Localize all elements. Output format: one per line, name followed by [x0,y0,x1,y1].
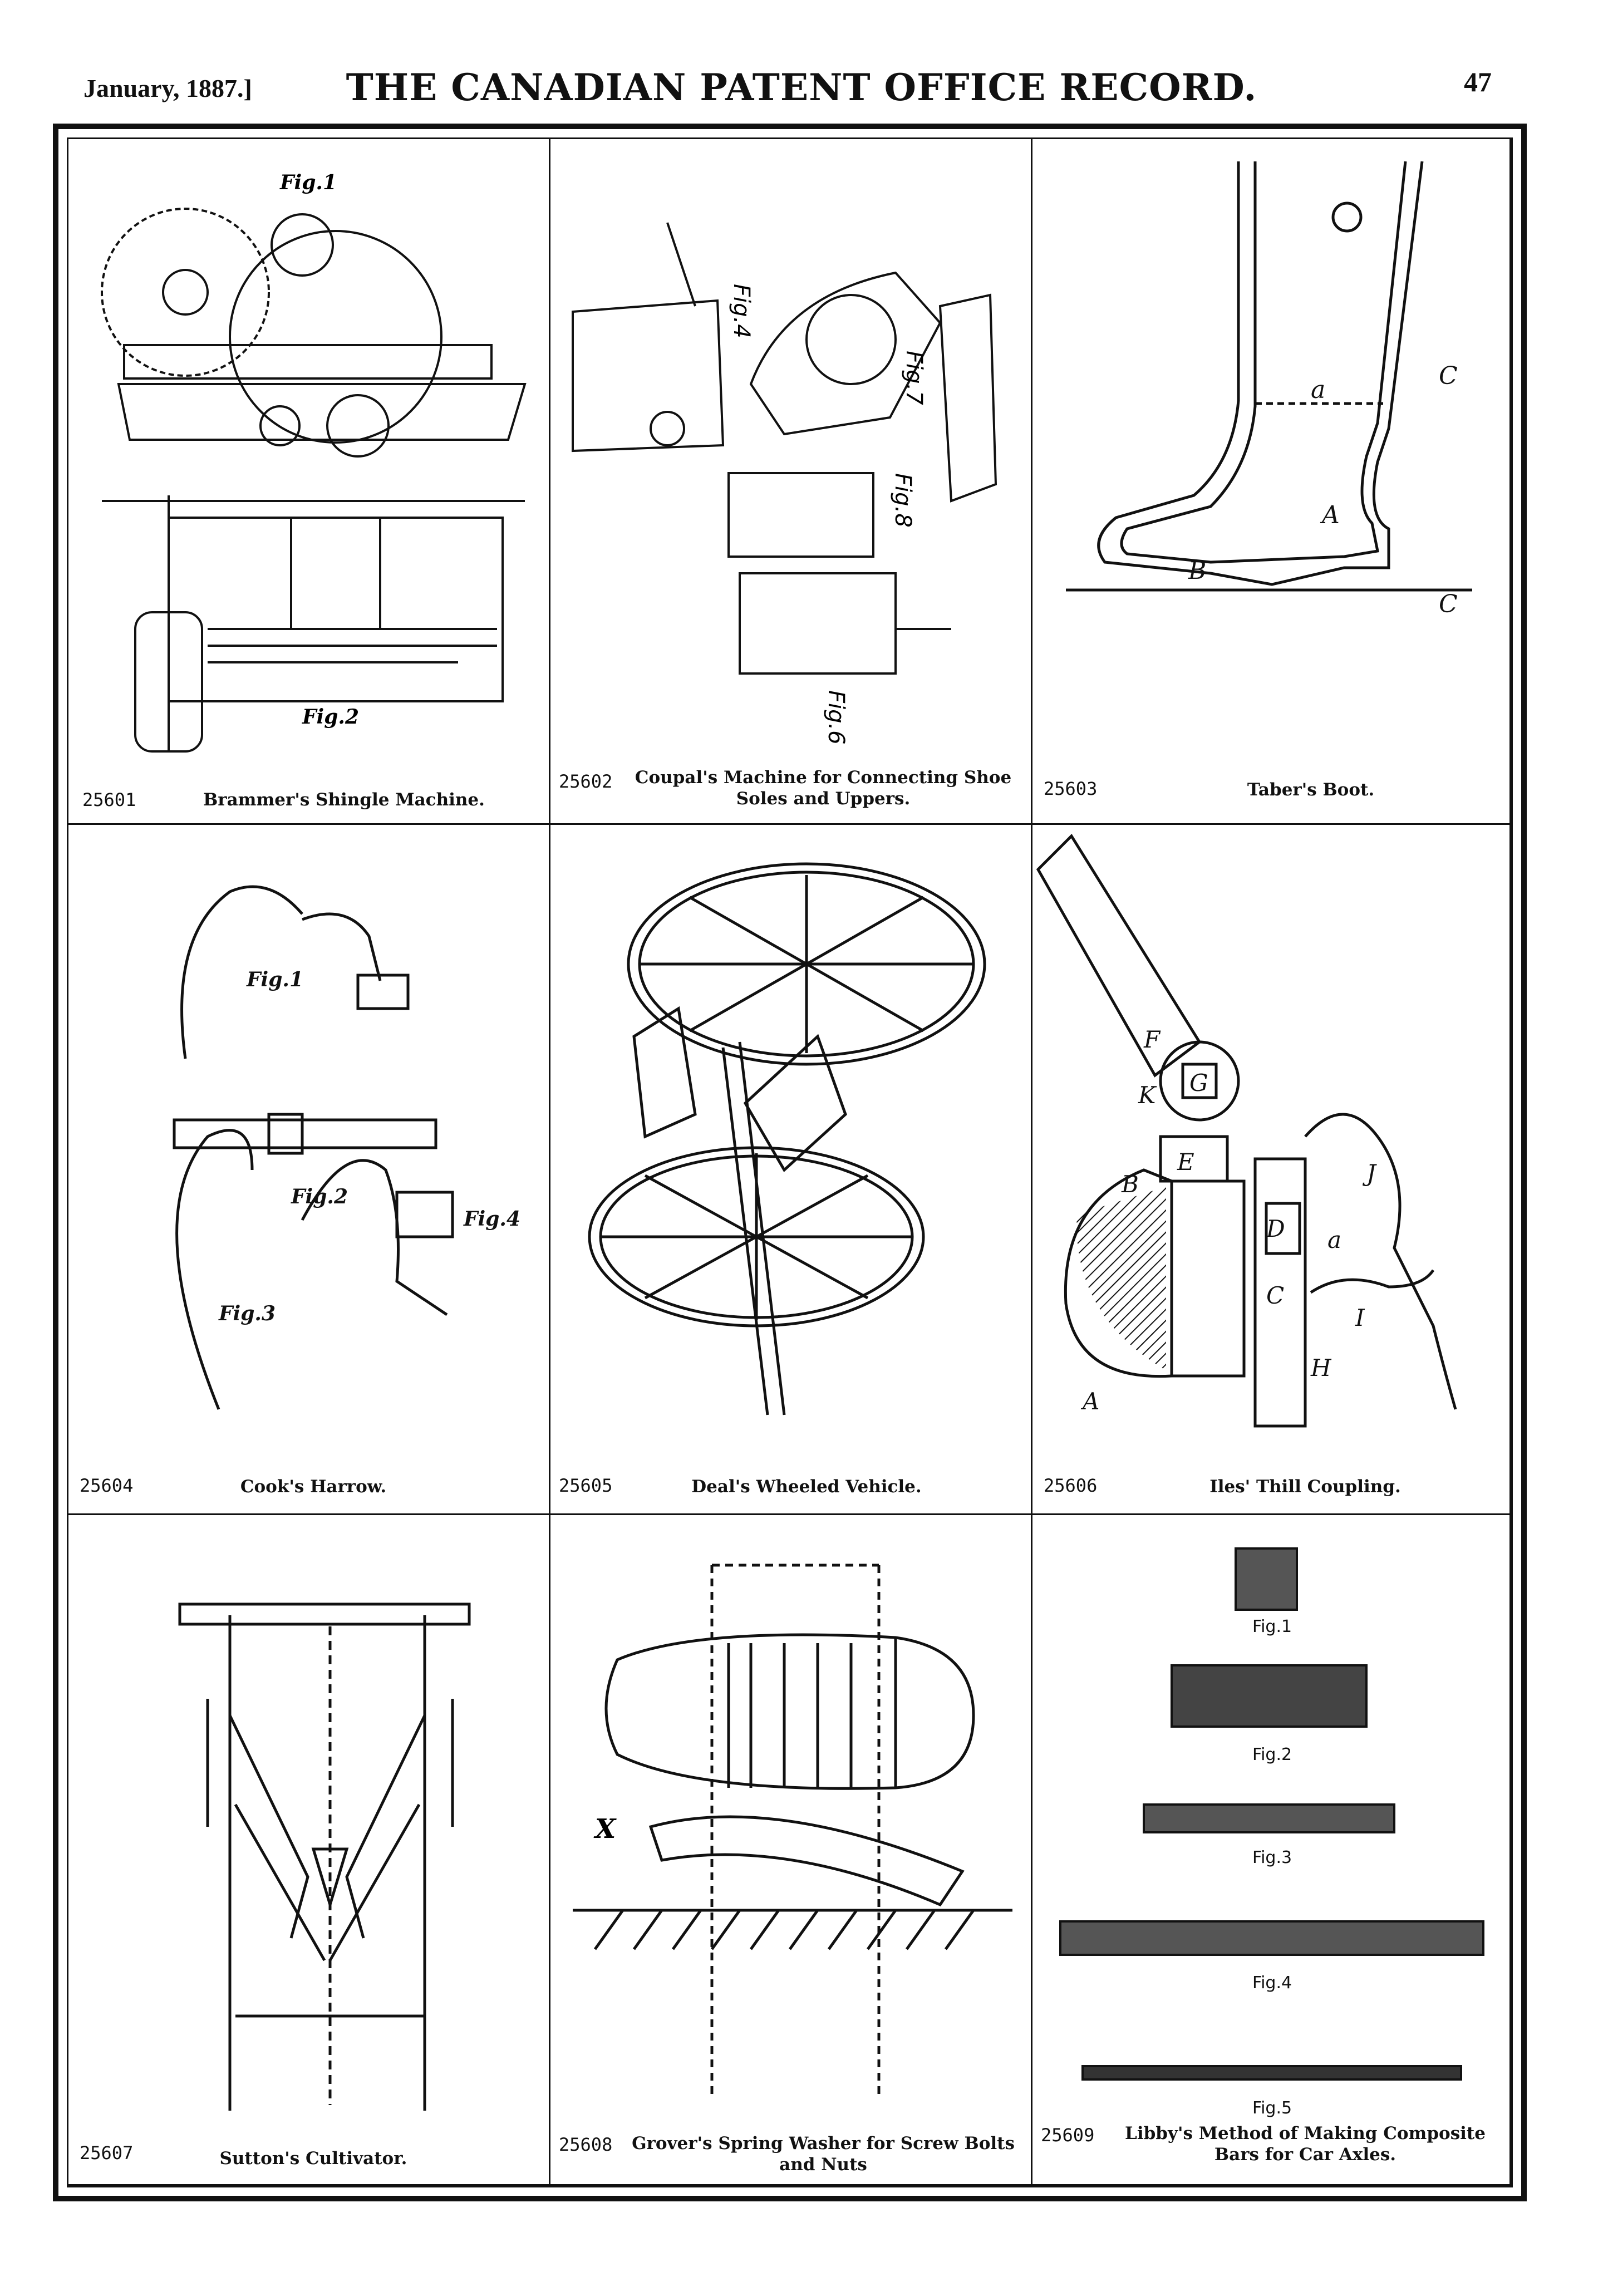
patent-number: 25606 [1044,1475,1098,1496]
harrow-drawing-icon: Fig.1 Fig.2 Fig.3 Fig.4 [173,885,520,1410]
patent-cell-25603: a C A B C 25603 Taber's Boot. [1032,139,1511,825]
thill-label: F [1143,1026,1161,1053]
fig-label: Fig.1 [279,171,337,194]
thill-label: G [1189,1069,1208,1097]
outer-border [53,124,1527,2201]
patent-number: 25601 [82,789,136,810]
patent-cell-25606: F G K E B D J C a I H A 25606 Iles' Thil… [1032,825,1511,1515]
fig-label: Fig.7 [901,351,927,405]
patent-number: 25607 [80,2142,134,2164]
patent-cell-25601: Fig.1 Fig.2 25601 Brammer's Shingle Mach… [68,139,550,825]
thill-label: H [1310,1354,1332,1381]
patent-cell-25604: Fig.1 Fig.2 Fig.3 Fig.4 25604 Cook's Har… [68,825,550,1515]
cultivator-drawing-icon [178,1602,471,2111]
inner-border [67,137,1513,2187]
fig-label: Fig.2 [291,1185,348,1208]
spring-washer-drawing-icon: X [573,1564,1012,2100]
composite-bars-drawing-icon: Fig.1 Fig.2 Fig.3 Fig.4 Fig.5 [1059,1547,1484,2118]
thill-label: K [1138,1081,1157,1109]
fig-label: Fig.1 [1252,1617,1292,1636]
page-number: 47 [1464,66,1492,97]
boot-label: C [1439,362,1458,390]
page-title: THE CANADIAN PATENT OFFICE RECORD. [346,66,1257,109]
thill-label: I [1355,1304,1365,1331]
patent-cell-25602: Fig.4 Fig.7 Fig.8 Fig.6 25602 Coupal's M… [550,139,1032,825]
patent-cell-25608: X 25608 Grover's Spring Washer for Screw… [550,1515,1032,2186]
fig-label: Fig.4 [1252,1973,1292,1993]
patent-caption: Grover's Spring Washer for Screw Bolts a… [632,2133,1015,2175]
patent-caption: Coupal's Machine for Connecting Shoe Sol… [635,768,1012,809]
thill-label: A [1080,1388,1099,1415]
patent-caption: Iles' Thill Coupling. [1209,1477,1401,1497]
shoe-sole-machine-drawing-icon: Fig.4 Fig.7 Fig.8 Fig.6 [572,222,997,745]
fig-label: Fig.1 [246,968,303,991]
fig-label: Fig.6 [823,690,849,745]
patent-number: 25609 [1041,2125,1095,2146]
fig-label: Fig.2 [1252,1745,1292,1764]
header-date: January, 1887.] [83,74,252,102]
boot-label: B [1188,557,1206,585]
thill-label: B [1121,1171,1139,1198]
fig-label: Fig.5 [1252,2098,1292,2118]
boot-label: A [1320,501,1340,529]
patent-caption: Taber's Boot. [1247,780,1375,800]
thill-label: J [1362,1159,1377,1187]
shingle-machine-drawing-icon: Fig.1 Fig.2 [101,171,527,753]
patent-number: 25605 [559,1475,613,1496]
thill-label: E [1177,1148,1194,1176]
washer-label: X [593,1813,617,1845]
wheeled-vehicle-drawing-icon [588,862,986,1415]
thill-label: a [1327,1226,1341,1253]
patent-caption: Cook's Harrow. [240,1477,387,1497]
thill-label: C [1266,1282,1284,1309]
patent-caption: Libby's Method of Making Composite Bars … [1125,2123,1486,2165]
patent-caption: Brammer's Shingle Machine. [203,790,485,810]
patent-number: 25602 [559,771,613,792]
patent-cell-25607: 25607 Sutton's Cultivator. [68,1515,550,2186]
patent-cell-25609: Fig.1 Fig.2 Fig.3 Fig.4 Fig.5 25609 Libb… [1032,1515,1511,2186]
patent-caption: Deal's Wheeled Vehicle. [691,1477,922,1497]
patent-cell-25605: 25605 Deal's Wheeled Vehicle. [550,825,1032,1515]
boot-label: a [1311,376,1325,404]
fig-label: Fig.4 [729,284,754,338]
fig-label: Fig.8 [890,473,916,528]
thill-coupling-drawing-icon: F G K E B D J C a I H A [1036,834,1457,1428]
patent-number: 25608 [559,2134,613,2155]
boot-drawing-icon: a C A B C [1066,161,1472,618]
fig-label: Fig.3 [218,1302,276,1325]
fig-label: Fig.3 [1252,1848,1292,1867]
boot-label: C [1439,590,1458,618]
patent-caption: Sutton's Cultivator. [219,2148,407,2169]
fig-label: Fig.2 [302,705,359,729]
thill-label: D [1266,1215,1285,1242]
patent-number: 25604 [80,1475,134,1496]
fig-label: Fig.4 [463,1207,520,1231]
patent-number: 25603 [1044,778,1098,799]
